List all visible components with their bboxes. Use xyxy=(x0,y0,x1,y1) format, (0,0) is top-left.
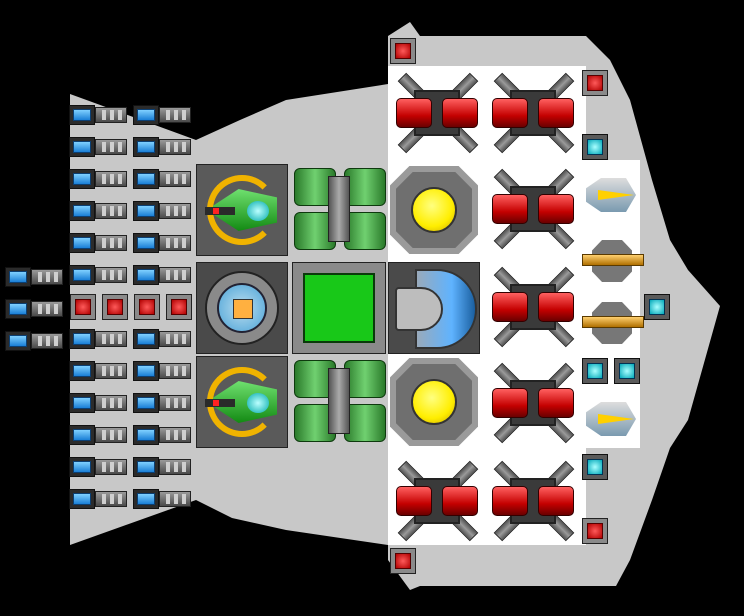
core-panel[interactable] xyxy=(292,262,386,354)
thruster-module[interactable] xyxy=(488,164,578,254)
cyan-node-icon[interactable] xyxy=(582,358,608,384)
battery-module[interactable] xyxy=(68,454,128,480)
red-node-icon[interactable] xyxy=(166,294,192,320)
battery-module[interactable] xyxy=(68,326,128,352)
red-node-icon[interactable] xyxy=(70,294,96,320)
battery-module[interactable] xyxy=(68,486,128,512)
reactor-module[interactable] xyxy=(196,262,288,354)
battery-module[interactable] xyxy=(68,134,128,160)
turret-module[interactable] xyxy=(196,356,288,448)
battery-module[interactable] xyxy=(68,358,128,384)
thruster-module[interactable] xyxy=(488,68,578,158)
thruster-module[interactable] xyxy=(392,456,482,546)
battery-module[interactable] xyxy=(132,166,192,192)
turret-module[interactable] xyxy=(196,164,288,256)
generator-module[interactable] xyxy=(388,164,480,256)
battery-module[interactable] xyxy=(132,486,192,512)
battery-module[interactable] xyxy=(4,328,70,354)
cannon-module[interactable] xyxy=(582,296,646,350)
thruster-module[interactable] xyxy=(488,262,578,352)
battery-module[interactable] xyxy=(68,102,128,128)
cockpit-dome[interactable] xyxy=(388,262,480,354)
battery-module[interactable] xyxy=(68,166,128,192)
red-node-icon[interactable] xyxy=(390,38,416,64)
cyan-node-icon[interactable] xyxy=(582,134,608,160)
red-node-icon[interactable] xyxy=(582,70,608,96)
battery-module[interactable] xyxy=(68,198,128,224)
generator-module[interactable] xyxy=(388,356,480,448)
battery-module[interactable] xyxy=(132,134,192,160)
battery-module[interactable] xyxy=(132,102,192,128)
blaster-module[interactable] xyxy=(582,172,642,218)
red-node-icon[interactable] xyxy=(582,518,608,544)
battery-module[interactable] xyxy=(132,326,192,352)
battery-module[interactable] xyxy=(132,262,192,288)
battery-module[interactable] xyxy=(132,358,192,384)
battery-module[interactable] xyxy=(4,296,70,322)
cannon-module[interactable] xyxy=(582,234,646,288)
cyan-node-icon[interactable] xyxy=(644,294,670,320)
red-node-icon[interactable] xyxy=(134,294,160,320)
battery-module[interactable] xyxy=(132,390,192,416)
pipe-module[interactable] xyxy=(292,164,386,254)
cyan-node-icon[interactable] xyxy=(614,358,640,384)
thruster-module[interactable] xyxy=(392,68,482,158)
battery-module[interactable] xyxy=(68,390,128,416)
red-node-icon[interactable] xyxy=(390,548,416,574)
battery-module[interactable] xyxy=(68,422,128,448)
battery-module[interactable] xyxy=(132,422,192,448)
battery-module[interactable] xyxy=(132,454,192,480)
pipe-module[interactable] xyxy=(292,356,386,446)
battery-module[interactable] xyxy=(132,230,192,256)
battery-module[interactable] xyxy=(68,230,128,256)
cyan-node-icon[interactable] xyxy=(582,454,608,480)
battery-module[interactable] xyxy=(4,264,70,290)
thruster-module[interactable] xyxy=(488,358,578,448)
blaster-module[interactable] xyxy=(582,396,642,442)
battery-module[interactable] xyxy=(68,262,128,288)
red-node-icon[interactable] xyxy=(102,294,128,320)
thruster-module[interactable] xyxy=(488,456,578,546)
battery-module[interactable] xyxy=(132,198,192,224)
